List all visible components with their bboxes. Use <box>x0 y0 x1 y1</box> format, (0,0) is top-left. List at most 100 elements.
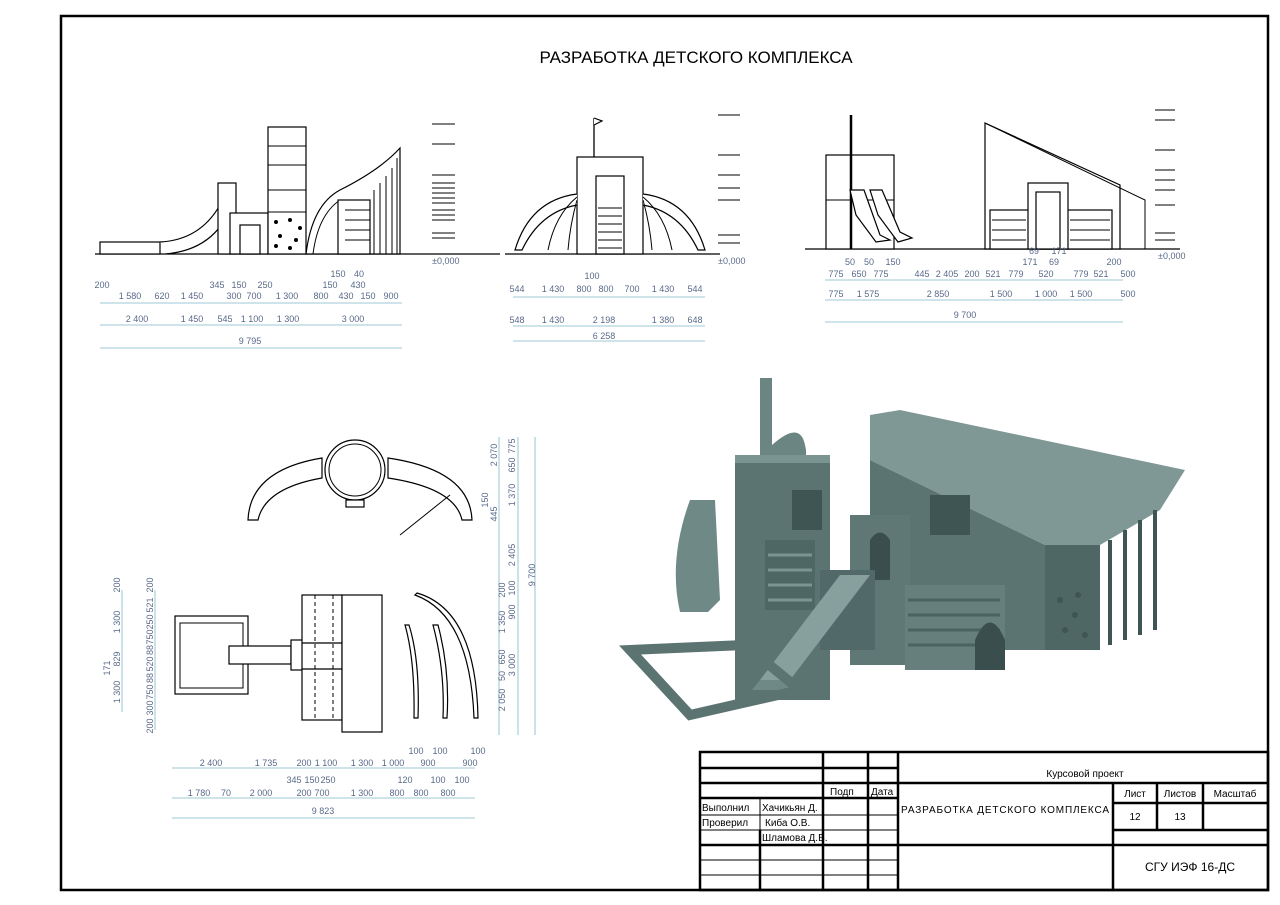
dimension-label: 775 <box>507 438 517 453</box>
dimension-label: 2 050 <box>497 689 507 712</box>
dimension-label: 200 <box>94 280 109 290</box>
dimension-label: 1 300 <box>351 788 374 798</box>
dimension-label: 3 000 <box>342 314 365 324</box>
dimension-label: 520 <box>145 656 155 671</box>
dimension-label: 88 <box>145 645 155 655</box>
dimension-label: 521 <box>985 269 1000 279</box>
dimension-label: 100 <box>454 775 469 785</box>
dimension-label: 150 <box>231 280 246 290</box>
dimension-label: 1 500 <box>990 289 1013 299</box>
dimension-label: 548 <box>509 315 524 325</box>
dimension-label: 1 300 <box>351 758 374 768</box>
plan-arch-fragment <box>247 439 473 536</box>
dimension-label: 700 <box>246 291 261 301</box>
dimension-label: 200 <box>497 582 507 597</box>
dimension-label: 750 <box>145 684 155 699</box>
dimension-label: 2 000 <box>250 788 273 798</box>
dimension-label: 200 <box>145 718 155 733</box>
dimension-label: 700 <box>624 284 639 294</box>
dimension-label: 1 300 <box>276 291 299 301</box>
sheets-total: 13 <box>1174 812 1186 823</box>
dimension-label: 150 <box>322 280 337 290</box>
dimension-label: 520 <box>1038 269 1053 279</box>
dimension-label: 1 000 <box>382 758 405 768</box>
organization-code: СГУ ИЭФ 16-ДС <box>1145 860 1235 874</box>
dimension-label: 1 000 <box>1035 289 1058 299</box>
dimension-label: 1 430 <box>542 315 565 325</box>
dimension-label: 9 700 <box>954 310 977 320</box>
dimension-label: 1 100 <box>315 758 338 768</box>
dimension-label: 800 <box>389 788 404 798</box>
dimension-label: 500 <box>1120 269 1135 279</box>
dimension-label: 345 <box>286 775 301 785</box>
dimension-label: 900 <box>420 758 435 768</box>
dimension-label: 345 <box>209 280 224 290</box>
dimension-label: 430 <box>350 280 365 290</box>
dimension-label: 300 <box>226 291 241 301</box>
dimension-label: 620 <box>154 291 169 301</box>
dimension-label: 9 795 <box>239 336 262 346</box>
dimension-label: 445 <box>489 506 499 521</box>
dimension-label: 200 <box>145 577 155 592</box>
dimension-label: 100 <box>408 746 423 756</box>
dimension-label: 150 <box>330 269 345 279</box>
name-checked: Киба О.В. <box>765 817 810 829</box>
dimension-label: 171 <box>102 660 112 675</box>
dimension-label: 100 <box>507 580 517 595</box>
render-3d-view <box>619 378 1185 721</box>
right-elevations: ±0,000 <box>805 109 1185 261</box>
role-checked: Проверил <box>702 818 748 829</box>
dimension-label: 150 <box>885 257 900 267</box>
dimension-label: 171 <box>1051 246 1066 256</box>
dimension-label: 120 <box>397 775 412 785</box>
dimension-label: 800 <box>413 788 428 798</box>
dimension-label: 100 <box>430 775 445 785</box>
dimension-label: 1 300 <box>112 611 122 634</box>
dimension-label: 200 <box>296 788 311 798</box>
dimension-label: 1 500 <box>1070 289 1093 299</box>
side-elevation: ±0,000 <box>505 114 745 266</box>
dimension-label: 900 <box>507 604 517 619</box>
dimension-label: 69 <box>1049 257 1059 267</box>
dimension-label: 1 430 <box>652 284 675 294</box>
sheets-label: Листов <box>1164 789 1197 800</box>
dimension-label: 100 <box>470 746 485 756</box>
dimension-label: 3 000 <box>507 654 517 677</box>
dimension-label: 200 <box>112 577 122 592</box>
dimension-label: 430 <box>338 291 353 301</box>
dimension-label: 1 100 <box>241 314 264 324</box>
dimension-label: 70 <box>221 788 231 798</box>
dimension-label: 500 <box>1120 289 1135 299</box>
dimension-label: 779 <box>1073 269 1088 279</box>
dimension-label: 829 <box>112 651 122 666</box>
dimension-label: 650 <box>851 269 866 279</box>
zero-level-mark: ±0,000 <box>432 256 459 266</box>
dimension-label: 200 <box>964 269 979 279</box>
dimension-label: 150 <box>480 492 490 507</box>
dimension-label: 1 580 <box>119 291 142 301</box>
name-done: Хачикьян Д. <box>762 803 818 814</box>
dimension-label: 800 <box>598 284 613 294</box>
dimension-label: 2 198 <box>593 315 616 325</box>
name-third: Шламова Д.В. <box>762 833 828 844</box>
dimension-label: 1 430 <box>542 284 565 294</box>
dimension-label: 1 450 <box>181 314 204 324</box>
dimension-label: 100 <box>432 746 447 756</box>
dimension-label: 171 <box>1022 257 1037 267</box>
dimension-label: 521 <box>145 597 155 612</box>
dimension-label: 1 370 <box>507 484 517 507</box>
dimension-label: 300 <box>145 700 155 715</box>
dimension-label: 544 <box>509 284 524 294</box>
sheet-label: Лист <box>1124 789 1146 800</box>
dimension-label: 650 <box>507 457 517 472</box>
dimension-label: 250 <box>145 614 155 629</box>
dimension-label: 250 <box>257 280 272 290</box>
dimension-label: 1 780 <box>188 788 211 798</box>
dimension-label: 750 <box>145 629 155 644</box>
zero-level-mark: ±0,000 <box>718 256 745 266</box>
dimension-label: 150 <box>360 291 375 301</box>
dimension-label: 100 <box>584 271 599 281</box>
dimension-label: 50 <box>497 671 507 681</box>
dimension-label: 9 823 <box>312 806 335 816</box>
dimension-label: 150 <box>304 775 319 785</box>
